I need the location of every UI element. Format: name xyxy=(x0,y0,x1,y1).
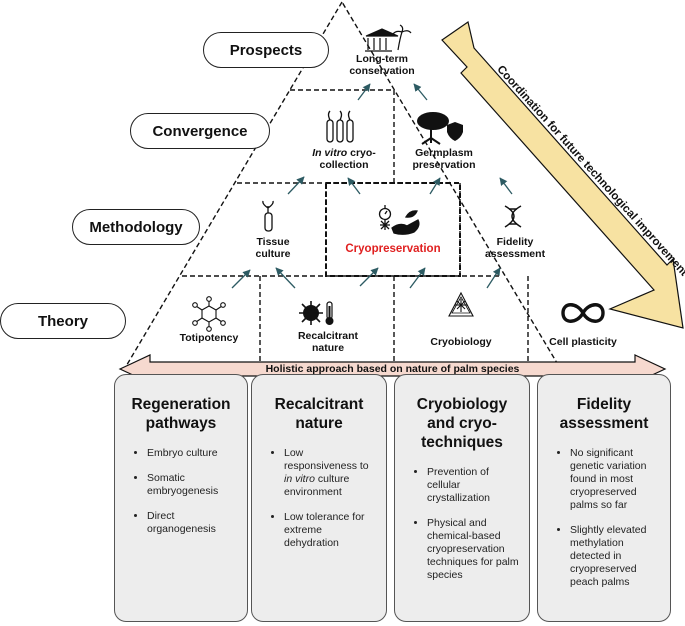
cell-germplasm-line1: Germplasm xyxy=(415,147,473,159)
infinity-icon xyxy=(561,303,605,323)
cell-in-vitro-cryo-collection: In vitro cryo- collection xyxy=(296,147,392,171)
column-title: Regeneration pathways xyxy=(131,396,231,432)
cryopreservation-cell xyxy=(325,182,461,277)
level-convergence: Convergence xyxy=(130,113,270,149)
museum-palm-icon xyxy=(365,24,412,52)
column-bullets: Prevention of cellular crystallization P… xyxy=(395,466,529,582)
cell-totipotency: Totipotency xyxy=(179,332,239,344)
bullet-text-b: culture environment xyxy=(284,473,350,498)
bullet-item: Embryo culture xyxy=(147,447,239,460)
molecule-icon xyxy=(192,296,226,332)
cell-germplasm-line2: preservation xyxy=(412,159,476,171)
level-prospects: Prospects xyxy=(203,32,329,68)
column-recalcitrant-nature: Recalcitrant nature Low responsiveness t… xyxy=(251,374,387,622)
column-title: Fidelity assessment xyxy=(559,396,649,432)
column-cryobiology-techniques: Cryobiology and cryo-techniques Preventi… xyxy=(394,374,530,622)
cell-recalcitrant-line2: nature xyxy=(311,342,345,354)
cell-recalcitrant-nature: Recalcitrant nature xyxy=(282,330,374,354)
dna-icon xyxy=(504,205,522,228)
bullet-item: Low tolerance for extreme dehydration xyxy=(284,511,378,550)
bullet-item: Slightly elevated methylation detected i… xyxy=(570,524,662,589)
cell-fidelity-line1: Fidelity xyxy=(496,236,534,248)
bullet-item: Somatic embryogenesis xyxy=(147,472,239,498)
column-bullets: No significant genetic variation found i… xyxy=(538,447,670,589)
cell-fidelity-line2: assessment xyxy=(484,248,546,260)
cell-long-term-line1: Long-term xyxy=(356,53,408,65)
cell-cryopreservation: Cryopreservation xyxy=(345,243,441,255)
cell-in-vitro-rest: cryo- xyxy=(347,147,376,159)
bullet-item: Prevention of cellular crystallization xyxy=(427,466,521,505)
column-regeneration-pathways: Regeneration pathways Embryo culture Som… xyxy=(114,374,248,622)
cell-long-term-conservation: Long-term conservation xyxy=(342,53,422,77)
seedling-tube-icon xyxy=(262,200,274,232)
bullet-item: Low responsiveness to in vitro culture e… xyxy=(284,447,378,499)
bullet-item: Direct organogenesis xyxy=(147,510,239,536)
test-tubes-icon xyxy=(326,110,354,143)
cell-long-term-line2: conservation xyxy=(349,65,415,77)
flow-arrows xyxy=(231,83,513,289)
cell-tissue-line1: Tissue xyxy=(256,236,290,248)
column-bullets: Low responsiveness to in vitro culture e… xyxy=(252,447,386,550)
bullet-item: Physical and chemical-based cryopreserva… xyxy=(427,517,521,582)
cell-tissue-culture: Tissue culture xyxy=(238,236,308,260)
level-theory: Theory xyxy=(0,303,126,339)
bullet-text-italic: in vitro xyxy=(284,473,315,485)
cell-cryobiology: Cryobiology xyxy=(430,336,492,348)
cell-fidelity-assessment: Fidelity assessment xyxy=(470,236,560,260)
column-title: Cryobiology and cryo-techniques xyxy=(416,396,508,451)
column-bullets: Embryo culture Somatic embryogenesis Dir… xyxy=(115,447,247,536)
virus-thermometer-icon xyxy=(299,301,334,325)
cell-in-vitro-line2: collection xyxy=(319,159,369,171)
snowflake-triangle-icon xyxy=(448,291,474,317)
bullet-text-a: Low responsiveness to xyxy=(284,447,369,472)
coordination-arrow xyxy=(441,21,684,329)
holistic-approach-label: Holistic approach based on nature of pal… xyxy=(265,363,520,375)
column-title: Recalcitrant nature xyxy=(274,396,364,432)
cell-cell-plasticity: Cell plasticity xyxy=(549,336,617,348)
cell-recalcitrant-line1: Recalcitrant xyxy=(297,330,359,342)
column-fidelity-assessment: Fidelity assessment No significant genet… xyxy=(537,374,671,622)
tree-shield-icon xyxy=(417,112,463,145)
bullet-item: No significant genetic variation found i… xyxy=(570,447,662,512)
stopwatch-snowflake-hand-icon xyxy=(378,205,420,235)
level-methodology: Methodology xyxy=(72,209,200,245)
cell-tissue-line2: culture xyxy=(255,248,291,260)
cell-in-vitro-italic: In vitro xyxy=(312,147,348,159)
cell-germplasm-preservation: Germplasm preservation xyxy=(398,147,490,171)
